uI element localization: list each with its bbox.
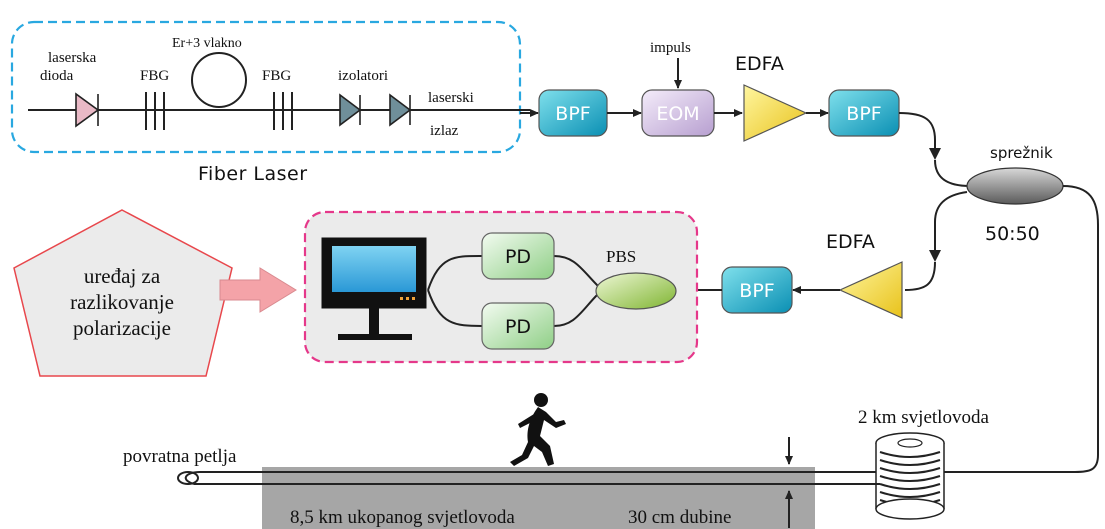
laser-output-label-1: laserski <box>428 90 474 106</box>
fbg-right-label: FBG <box>262 68 291 84</box>
device-label-3: polarizacije <box>73 316 171 340</box>
isolator-1-icon <box>339 93 362 127</box>
bpf-2-block: BPF <box>828 89 900 137</box>
device-label-2: razlikovanje <box>70 290 174 314</box>
pd-1-block: PD <box>481 232 555 280</box>
pbs-icon <box>595 272 677 310</box>
bpf-3-block: BPF <box>721 266 793 314</box>
impulse-label: impuls <box>650 40 691 56</box>
pointer-arrow-icon <box>219 267 297 313</box>
runner-icon <box>510 393 566 466</box>
bpf-2-label: BPF <box>846 103 881 125</box>
receiver-module: PD PD PBS <box>303 210 699 364</box>
coupler-label: sprežnik <box>990 144 1053 162</box>
laser-diode-label-1: laserska <box>48 50 97 66</box>
depth-label: 30 cm dubine <box>628 507 731 528</box>
pbs-label: PBS <box>606 247 636 266</box>
buried-fiber-label: 8,5 km ukopanog svjetlovoda <box>290 507 515 528</box>
edfa-1-label: EDFA <box>735 53 784 75</box>
polarization-device: uređaj za razlikovanje polarizacije <box>13 209 233 377</box>
fiber-laser-title: Fiber Laser <box>198 163 308 185</box>
spool-label: 2 km svjetlovoda <box>858 407 989 428</box>
buried-fiber-section: povratna petlja 8,5 km ukopanog svjetlov… <box>123 437 950 529</box>
edfa-2-label: EDFA <box>826 231 875 253</box>
pd-1-label: PD <box>505 246 531 268</box>
fbg-left-icon <box>145 92 165 130</box>
isolator-2-icon <box>389 93 412 127</box>
fiber-laser-module: laserska dioda FBG Er+3 vlakno FBG izola… <box>10 20 530 185</box>
computer-monitor-icon <box>321 237 427 340</box>
fbg-left-label: FBG <box>140 68 169 84</box>
pd-2-label: PD <box>505 316 531 338</box>
bpf-1-label: BPF <box>555 103 590 125</box>
coupler-icon <box>966 167 1064 205</box>
erbium-fiber-loop-icon <box>191 52 247 108</box>
eom-label: EOM <box>656 103 699 125</box>
edfa-2-icon <box>838 261 903 319</box>
fiber-spool-icon <box>875 432 945 520</box>
coupler-ratio: 50:50 <box>985 223 1040 245</box>
loop-label: povratna petlja <box>123 446 237 467</box>
laser-output-label-2: izlaz <box>430 123 459 139</box>
bpf-3-label: BPF <box>739 280 774 302</box>
device-label-1: uređaj za <box>84 264 161 288</box>
fbg-right-icon <box>273 92 293 130</box>
pd-2-block: PD <box>481 302 555 350</box>
eom-block: EOM <box>641 89 715 137</box>
erbium-fiber-label: Er+3 vlakno <box>172 36 242 51</box>
edfa-1-icon <box>743 84 808 142</box>
laser-diode-label-2: dioda <box>40 68 74 84</box>
bpf-1-block: BPF <box>538 89 608 137</box>
laser-diode-icon <box>75 92 100 128</box>
isolators-label: izolatori <box>338 68 388 84</box>
